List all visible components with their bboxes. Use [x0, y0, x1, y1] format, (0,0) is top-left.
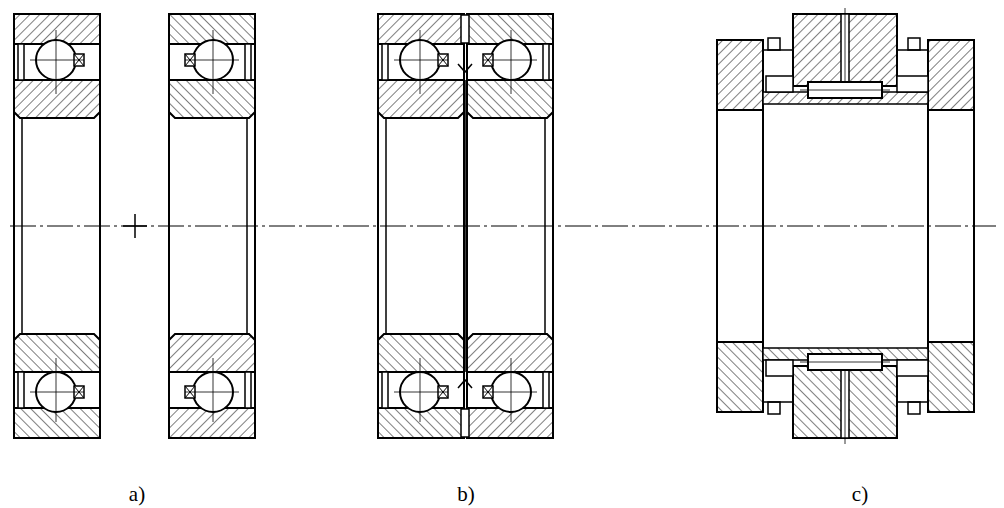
figure-label: b) [457, 484, 475, 505]
figure-label: a) [129, 484, 145, 505]
figure-label: c) [852, 484, 868, 505]
